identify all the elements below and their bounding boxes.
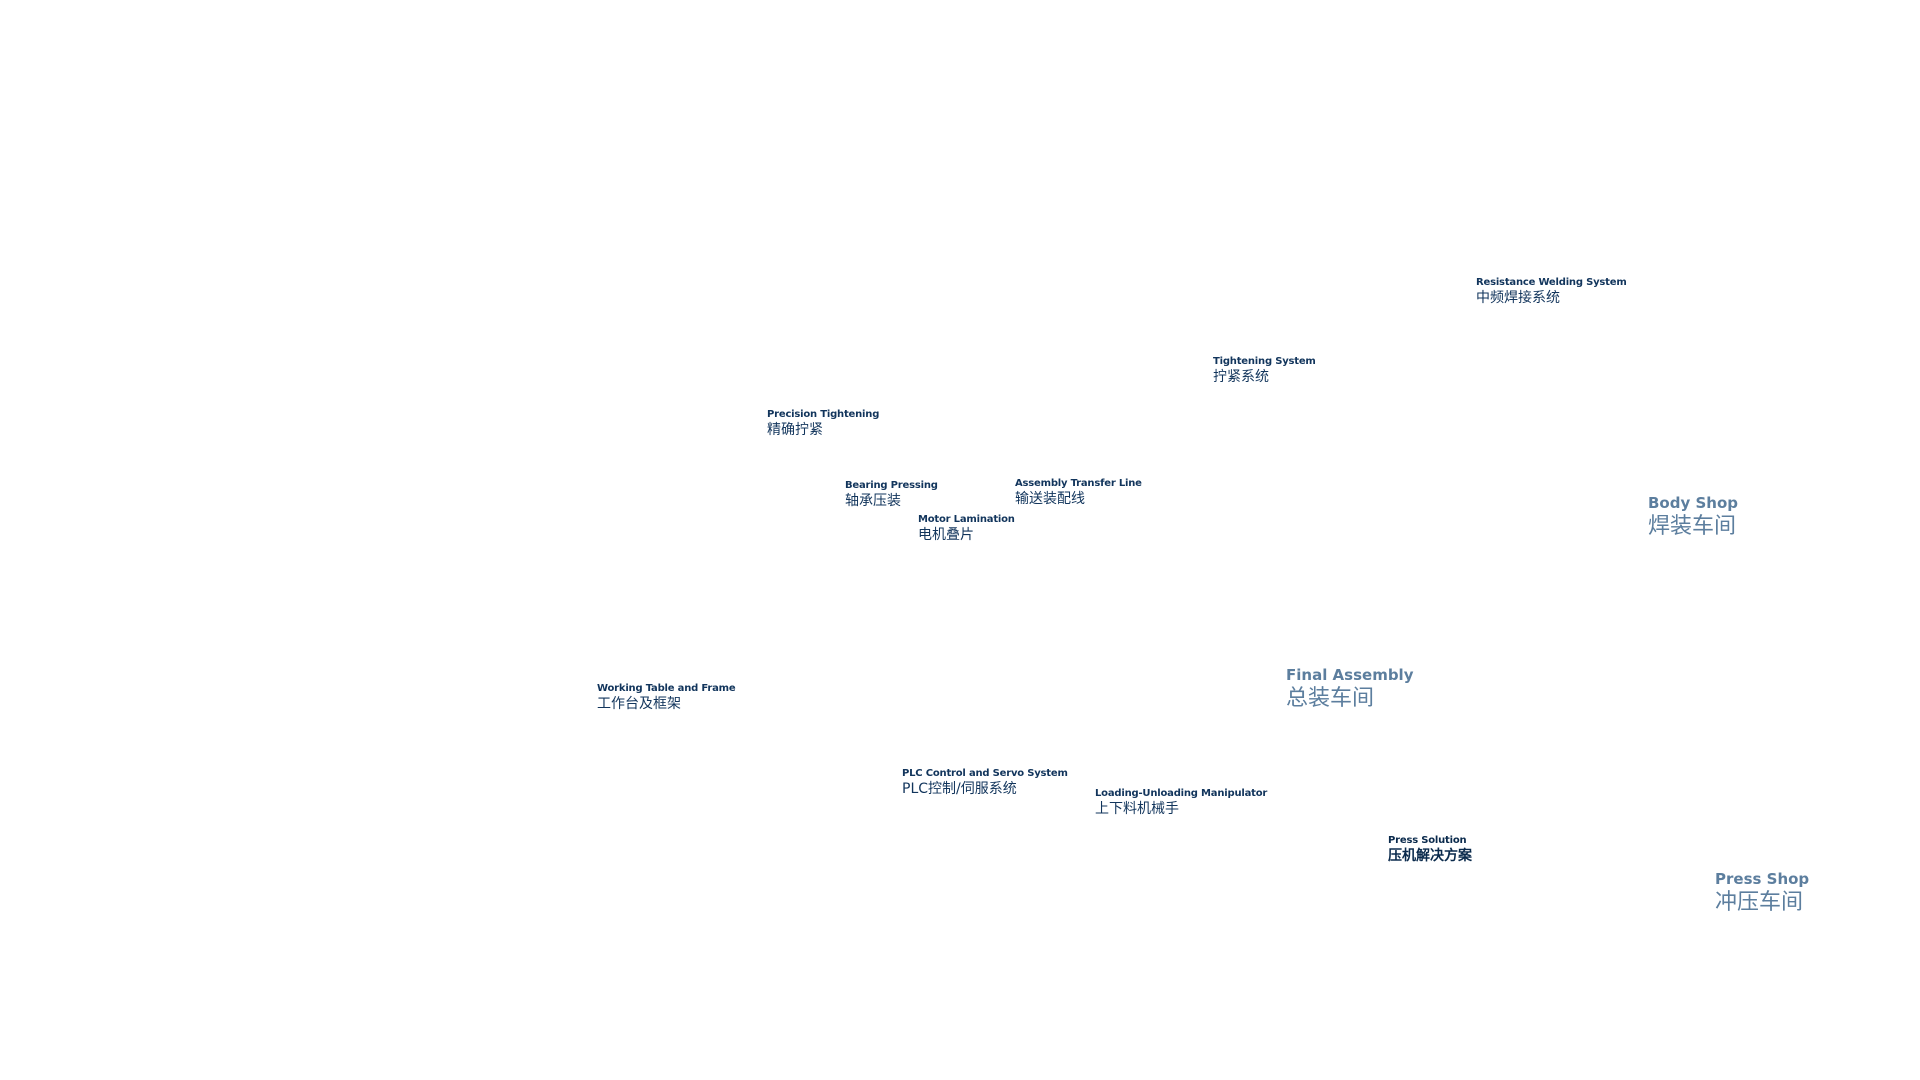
label-en: Motor Lamination	[918, 514, 1015, 525]
label-resistance-welding-system[interactable]: Resistance Welding System 中频焊接系统	[1476, 276, 1627, 307]
label-press-solution[interactable]: Press Solution 压机解决方案	[1388, 834, 1472, 865]
label-assembly-transfer-line[interactable]: Assembly Transfer Line 输送装配线	[1015, 477, 1142, 508]
label-working-table-and-frame[interactable]: Working Table and Frame 工作台及框架	[597, 682, 736, 713]
label-zh: 电机叠片	[918, 527, 974, 543]
label-bearing-pressing[interactable]: Bearing Pressing 轴承压装	[845, 479, 938, 510]
label-motor-lamination[interactable]: Motor Lamination 电机叠片	[918, 513, 1015, 544]
label-zh: 轴承压装	[845, 493, 901, 509]
label-tightening-system[interactable]: Tightening System 拧紧系统	[1213, 355, 1316, 386]
label-en: PLC Control and Servo System	[902, 768, 1068, 779]
label-zh: 上下料机械手	[1095, 801, 1179, 817]
label-zh: 压机解决方案	[1388, 848, 1472, 864]
label-zh: PLC控制/伺服系统	[902, 781, 1017, 797]
label-precision-tightening[interactable]: Precision Tightening 精确拧紧	[767, 408, 879, 439]
label-plc-control-servo-system[interactable]: PLC Control and Servo System PLC控制/伺服系统	[902, 767, 1068, 798]
label-zh: 精确拧紧	[767, 422, 823, 438]
label-zh: 中频焊接系统	[1476, 290, 1560, 306]
label-loading-unloading-manipulator[interactable]: Loading-Unloading Manipulator 上下料机械手	[1095, 787, 1267, 818]
shop-en: Press Shop	[1715, 870, 1810, 888]
label-en: Press Solution	[1388, 835, 1467, 846]
label-zh: 输送装配线	[1015, 491, 1085, 507]
label-en: Precision Tightening	[767, 409, 880, 420]
label-en: Loading-Unloading Manipulator	[1095, 788, 1268, 799]
label-en: Resistance Welding System	[1476, 277, 1627, 288]
shop-en: Body Shop	[1648, 494, 1738, 512]
label-en: Tightening System	[1213, 356, 1316, 367]
shop-zh: 总装车间	[1286, 686, 1375, 711]
shop-body-shop[interactable]: Body Shop 焊装车间	[1648, 494, 1738, 540]
shop-en: Final Assembly	[1286, 666, 1414, 684]
shop-zh: 冲压车间	[1715, 890, 1804, 915]
label-zh: 工作台及框架	[597, 696, 681, 712]
shop-press-shop[interactable]: Press Shop 冲压车间	[1715, 870, 1809, 916]
label-en: Working Table and Frame	[597, 683, 736, 694]
label-en: Bearing Pressing	[845, 480, 938, 491]
label-zh: 拧紧系统	[1213, 369, 1269, 385]
shop-zh: 焊装车间	[1648, 514, 1737, 539]
label-en: Assembly Transfer Line	[1015, 478, 1142, 489]
shop-final-assembly[interactable]: Final Assembly 总装车间	[1286, 666, 1413, 712]
